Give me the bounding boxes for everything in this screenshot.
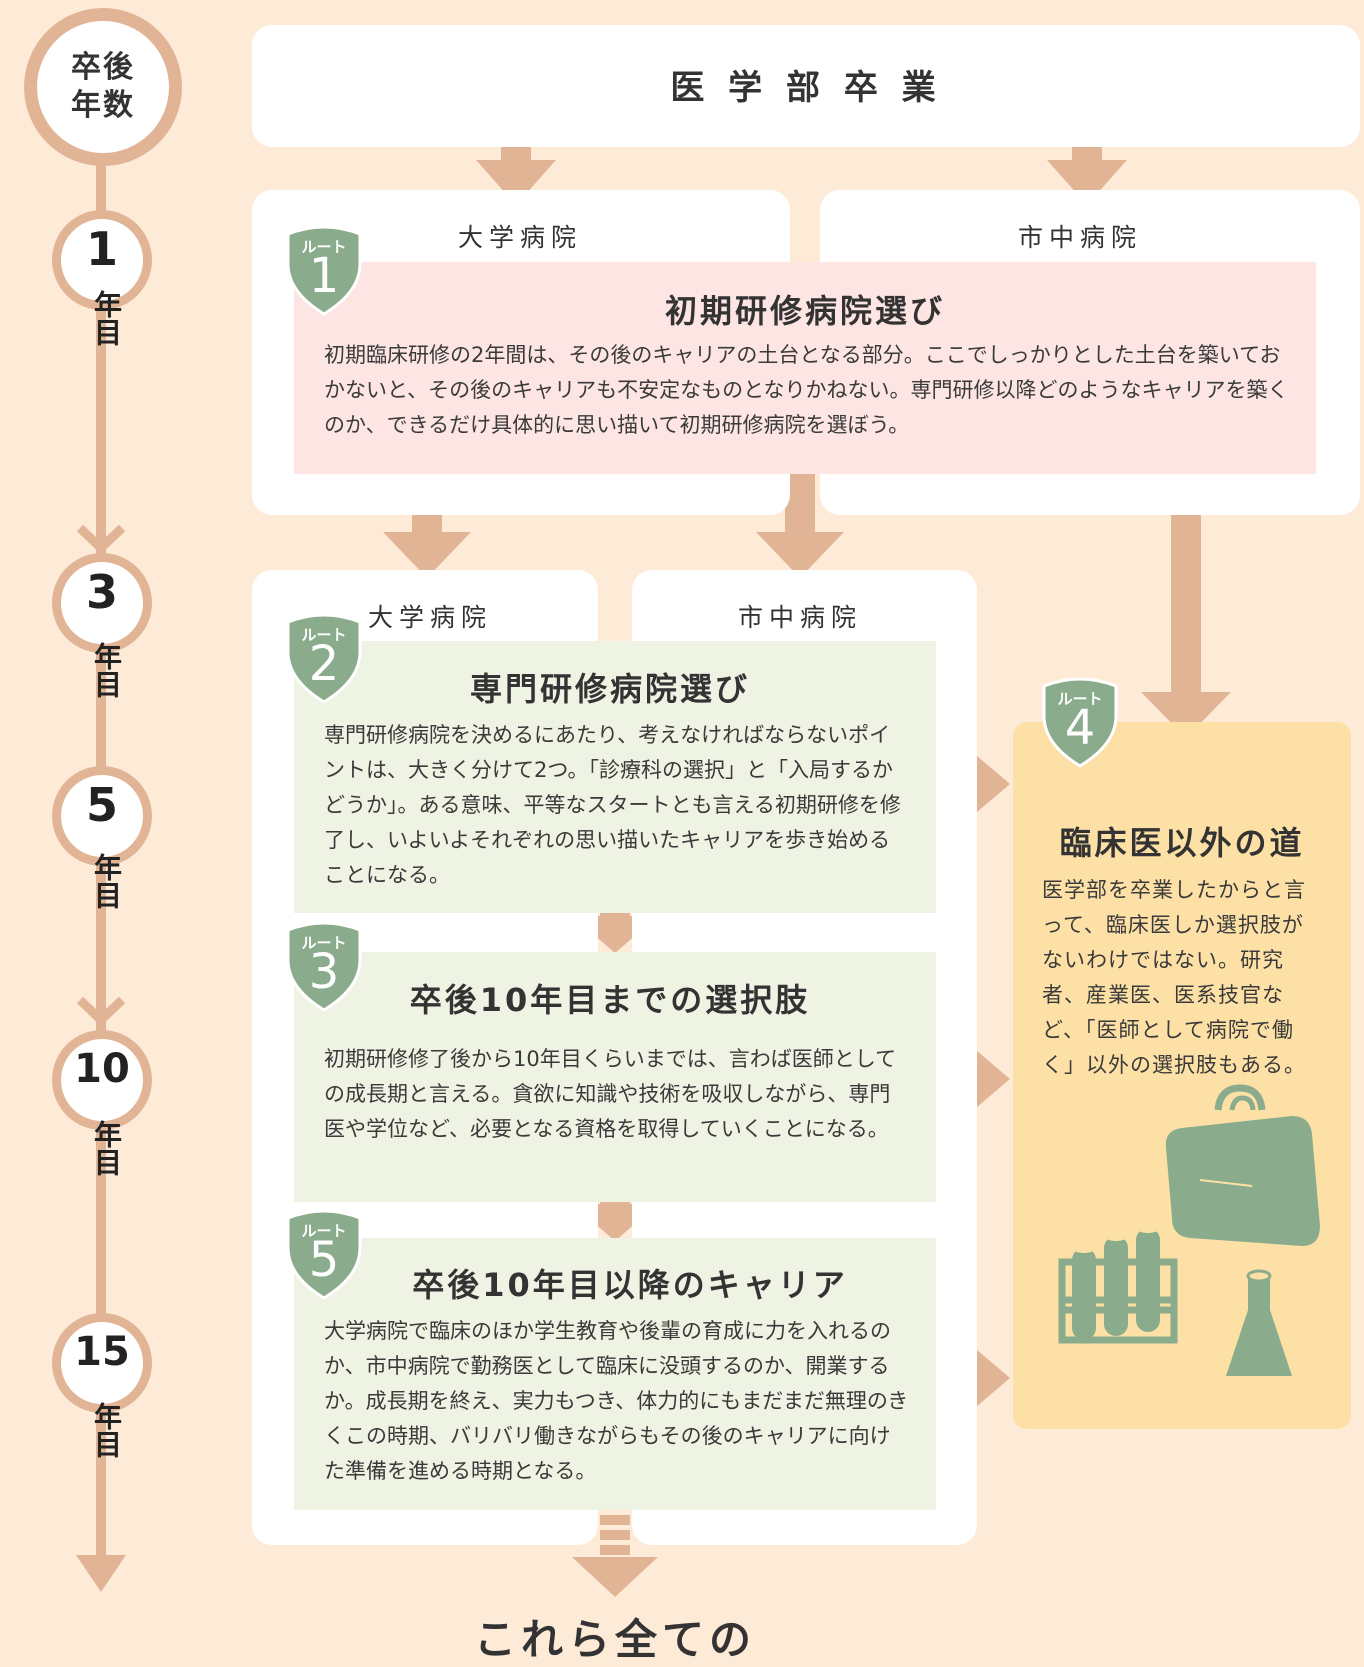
timeline-unit: 年目	[90, 290, 123, 346]
timeline-mark-5: 5	[52, 766, 152, 866]
route-badge-number: 2	[308, 636, 340, 692]
route-5-body: 大学病院で臨床のほか学生教育や後輩の育成に力を入れるのか、市中病院で勤務医として…	[324, 1319, 909, 1483]
route-badge-label: ルート	[301, 934, 347, 952]
timeline-mark-value: 10	[74, 1046, 130, 1092]
route-4-body: 医学部を卒業したからと言って、臨床医しか選択肢がないわけではない。研究者、産業医…	[1042, 878, 1306, 1077]
timeline-mark-10: 10	[52, 1030, 152, 1130]
route-1-body: 初期臨床研修の2年間は、その後のキャリアの土台となる部分。ここでしっかりとした土…	[324, 343, 1289, 437]
route-1-panel	[294, 262, 1316, 474]
route-1-title: 初期研修病院選び	[664, 292, 945, 330]
timeline-mark-15: 15	[52, 1313, 152, 1413]
route-badge-shield-icon	[286, 614, 362, 704]
column-label-city: 市中病院	[1017, 223, 1142, 252]
route-3-panel	[294, 952, 936, 1202]
timeline-chevron	[76, 996, 126, 1027]
route-badge-shield-icon	[286, 226, 362, 316]
route-badge-label: ルート	[301, 1222, 347, 1240]
timeline-header: 卒後 年数	[71, 50, 135, 123]
route-3-badge: ルート 3	[278, 922, 370, 1014]
route-3-body: 初期研修修了後から10年目くらいまでは、言わば医師としての成長期と言える。貪欲に…	[324, 1047, 897, 1141]
timeline-mark-value: 5	[85, 778, 118, 832]
route-badge-number: 5	[308, 1232, 340, 1288]
route-5-panel	[294, 1238, 936, 1510]
timeline-mark-1: 1	[52, 210, 152, 310]
route-badge-shield-icon	[286, 1210, 362, 1300]
column-label-university: 大学病院	[457, 223, 582, 252]
route-3-title: 卒後10年目までの選択肢	[409, 981, 811, 1019]
timeline-chevron	[76, 524, 126, 555]
timeline-unit: 年目	[90, 642, 123, 698]
route-badge-shield-icon	[286, 922, 362, 1012]
timeline-mark-value: 15	[74, 1329, 130, 1375]
route-badge-label: ルート	[301, 626, 347, 644]
route-badge-label: ルート	[301, 238, 347, 256]
route-2-panel	[294, 641, 936, 913]
route-badge-shield-icon	[1042, 678, 1118, 768]
route-badge-number: 3	[308, 944, 340, 1000]
route-badge-label: ルート	[1057, 690, 1103, 708]
route-badge-number: 4	[1064, 700, 1096, 756]
graduation-title: 医 学 部 卒 業	[670, 68, 942, 108]
timeline-unit: 年目	[90, 853, 123, 909]
route-5-title: 卒後10年目以降のキャリア	[412, 1266, 848, 1304]
route-5-badge: ルート 5	[278, 1210, 370, 1302]
route-2-title: 専門研修病院選び	[469, 670, 750, 708]
timeline-unit: 年目	[90, 1402, 123, 1458]
timeline-mark-value: 3	[85, 565, 118, 619]
bottom-text: これら全ての	[473, 1615, 756, 1664]
timeline-unit: 年目	[90, 1120, 123, 1176]
timeline-header-circle: 卒後 年数	[24, 8, 182, 166]
route-2-body: 専門研修病院を決めるにあたり、考えなければならないポイントは、大きく分けて2つ。…	[324, 723, 901, 887]
timeline-arrowhead	[76, 1555, 126, 1592]
route-2-badge: ルート 2	[278, 614, 370, 706]
route-badge-number: 1	[308, 248, 340, 304]
timeline-mark-value: 1	[85, 222, 118, 276]
route-4-title: 臨床医以外の道	[1059, 824, 1305, 862]
timeline-mark-3: 3	[52, 553, 152, 653]
column-label-university: 大学病院	[367, 603, 492, 632]
column-label-city: 市中病院	[737, 603, 862, 632]
route-4-badge: ルート 4	[1034, 678, 1126, 770]
route-1-badge: ルート 1	[278, 226, 370, 318]
graduation-box	[252, 25, 1360, 147]
